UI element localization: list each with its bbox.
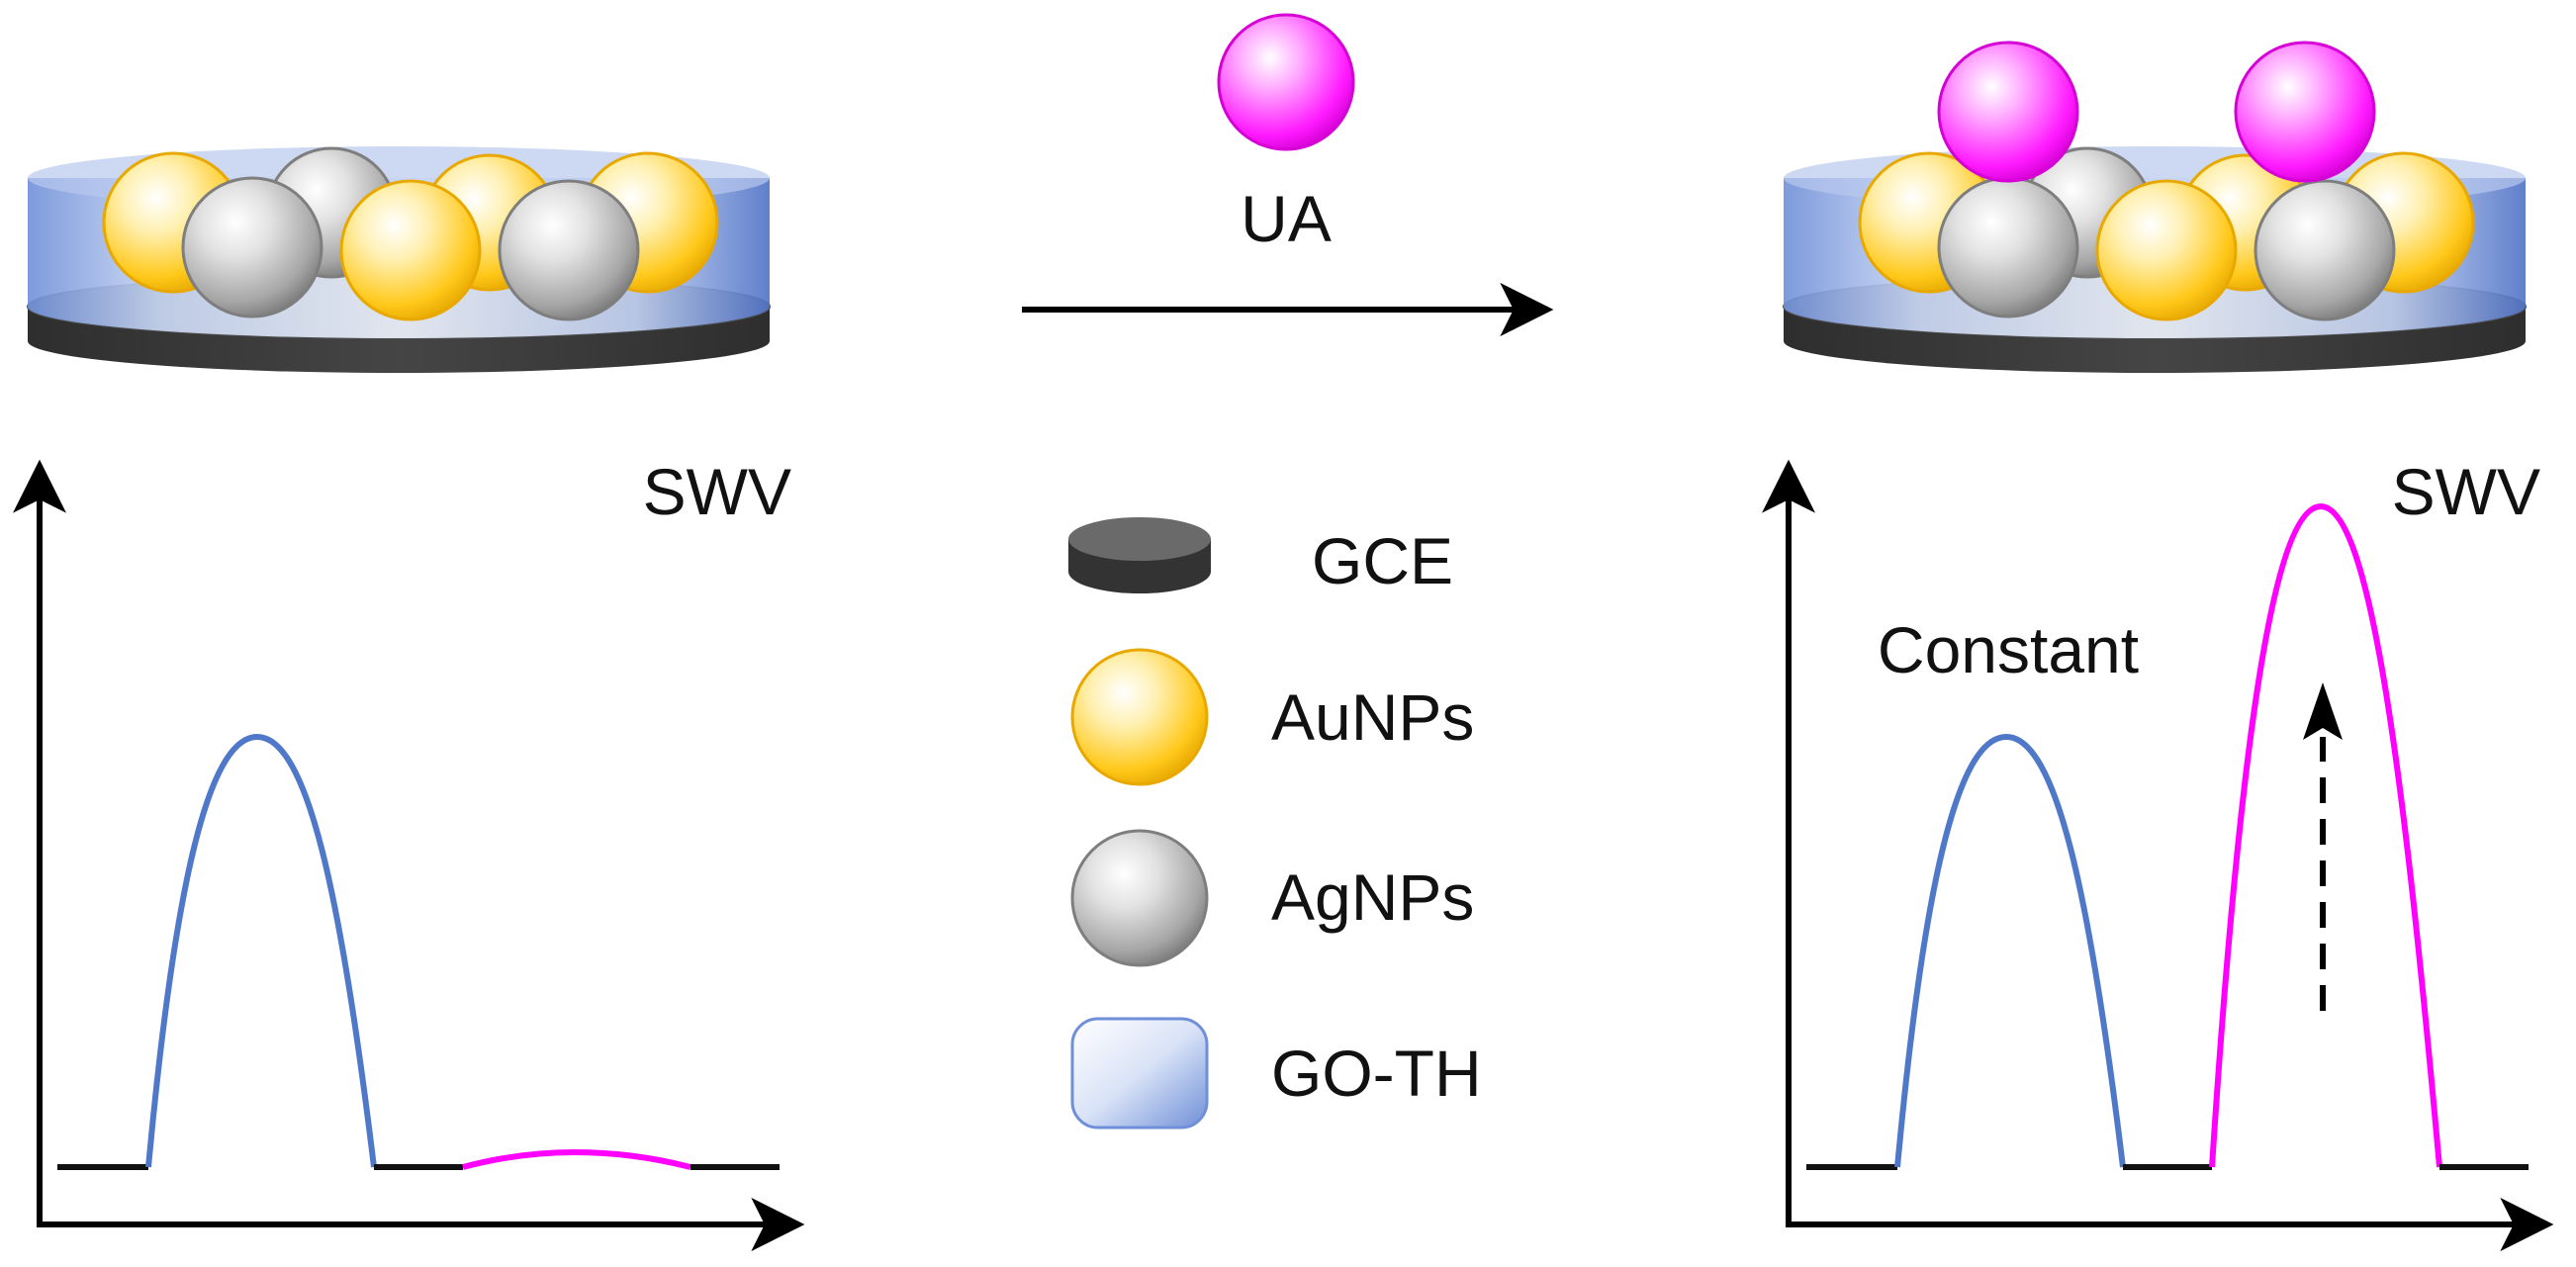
magenta-small-peak-curve [462,1149,691,1170]
constant-annotation: Constant [1878,613,2139,686]
legend-label-agnps: AgNPs [1271,860,1474,934]
silver-nanoparticle-icon [1070,829,1209,967]
blue-peak-curve [1894,733,2126,1168]
legend-label-gce: GCE [1312,524,1453,597]
legend-item-gce: GCE [1068,517,1453,597]
agnp-particle [2254,179,2396,321]
electrode-before [27,146,771,373]
ua-molecule-icon [1217,13,1355,151]
legend-item-go-th: GO-TH [1070,1017,1482,1130]
agnp-particle [181,176,323,318]
legend-label-aunps: AuNPs [1271,680,1474,754]
aunp-particle [339,179,482,321]
reaction-step: UA [1022,13,1554,336]
legend: GCE AuNPs AgNPs GO-TH [1068,517,1482,1130]
agnp-particle [498,179,640,321]
legend-item-aunps: AuNPs [1070,648,1474,786]
electrode-after [1783,41,2527,373]
increase-arrow-head [2303,682,2343,740]
gold-nanoparticle-icon [1070,648,1209,786]
legend-item-agnps: AgNPs [1070,829,1474,967]
go-th-layer-icon [1070,1017,1209,1130]
magenta-large-peak-curve [2209,502,2442,1168]
swv-label: SWV [2392,455,2540,528]
agnp-particle [1937,176,2079,318]
ua-molecule-icon [2234,41,2376,183]
ua-molecule-icon [1937,41,2079,183]
aunp-particle [2095,179,2238,321]
blue-peak-curve [145,733,377,1168]
gce-disc-icon-top [1068,517,1211,561]
right-swv-plot: SWV Constant [1762,455,2554,1251]
legend-label-go-th: GO-TH [1271,1037,1482,1110]
left-swv-plot: SWV [12,455,805,1251]
ua-label: UA [1241,182,1332,255]
swv-label: SWV [643,455,791,528]
